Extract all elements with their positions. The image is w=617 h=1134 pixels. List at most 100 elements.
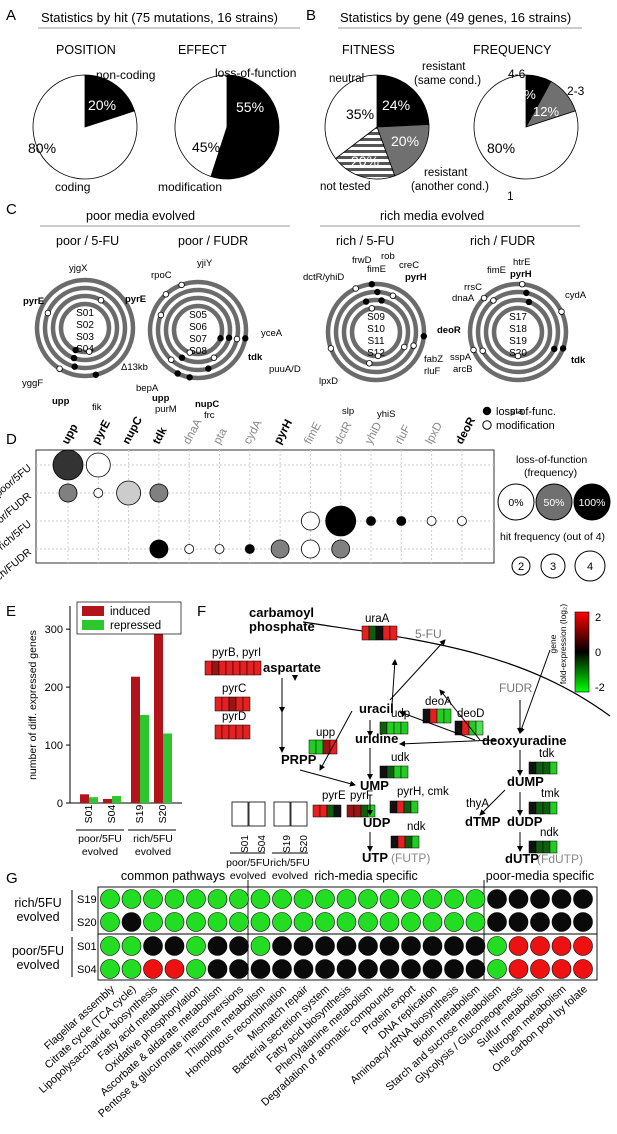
lof-hit [551,345,558,353]
strain-label: S19 [509,336,527,347]
heat-cell [443,708,452,724]
bar-repressed [89,797,98,803]
circle-title-rich-fudr: rich / FUDR [470,234,535,248]
pathway-cell [250,889,271,909]
pathway-cell [207,889,228,909]
pyrimidine-pathway: carbamoylphosphateaspartateuraciluridine… [204,604,611,882]
fitness-label-resistant-another: resistant [424,167,468,179]
node-carbamoyl: carbamoyl [249,605,314,620]
enzyme-pyrH-cmk: pyrH, cmk [397,786,449,798]
lof-legend-100 [573,483,611,521]
fitness-label-neutral: neutral [329,73,364,85]
heat-cell [397,835,406,849]
lof-hit [174,370,181,377]
lof-hit [178,354,186,361]
section-rich: rich-media specific [314,869,418,883]
bubble [426,516,437,526]
bubble [149,539,169,559]
slice-freq-1 [473,74,579,180]
pathway-cell [143,936,163,956]
key-sample-label: S19 [282,835,293,853]
freq-label-2-3: 2-3 [567,84,585,98]
membrane-line [302,621,611,717]
heat-cell [461,720,470,736]
modification-hit [401,343,408,351]
slice-modification [174,74,228,177]
pie-fitness-heading: FITNESS [342,43,395,57]
group-poor-media: poor media evolved [86,209,195,223]
pathway-cell [121,936,142,956]
modification-hit [44,309,52,317]
modification-hit [480,294,488,302]
heat-cell [367,804,376,818]
lof-hit [420,332,428,340]
panel-a-letter: A [6,7,16,24]
gene-label: fimE [367,264,386,275]
size-legend-4 [574,550,606,582]
node-FdUTP: (FdUTP) [537,852,583,866]
enzyme-upp: upp [316,727,335,739]
pathway-cell [573,959,593,979]
heat-cell [239,660,248,676]
strain-label: S17 [509,312,527,323]
gene-label: bepA [136,383,159,394]
bar-repressed [112,796,121,803]
heatmap-tdk [528,761,558,775]
heatmap-udp [379,721,409,735]
fitness-value-24: 24% [382,97,410,113]
lof-hit [559,345,567,352]
heat-cell [228,696,237,712]
colorbar-title: gene [548,634,558,653]
reaction-arrow [389,639,446,701]
pathway-cell [530,959,550,979]
pathway-cell [121,912,142,932]
pie-frequency-heading: FREQUENCY [473,43,552,57]
heat-cell [204,660,213,676]
enzyme-pyrD: pyrD [222,711,246,723]
gene-label: sspA [450,352,472,363]
row-sample-label: S20 [77,917,97,929]
pathway-cell [508,936,529,956]
lof-legend-50-label: 50% [543,497,564,509]
heat-cell [379,721,388,735]
bubble [52,449,84,481]
pathway-cell [272,936,292,956]
lof-hit [92,371,99,378]
pathway-cell [336,936,357,956]
fitness-label-another-cond: (another cond.) [411,181,489,193]
reaction-arrow [391,659,398,706]
row-sample-label: S19 [77,894,97,906]
genome-ring [483,297,553,367]
enzyme-ndk-2: ndk [540,827,559,839]
enzyme-thyA: thyA [466,798,489,810]
pathway-cell [100,889,120,909]
pathway-cell [315,889,335,909]
bubble [331,539,351,559]
pathway-cell [444,912,464,932]
heat-cell [528,801,537,815]
bubble [456,516,467,526]
pathway-cell [207,936,228,956]
bubble [300,511,320,531]
modification-hit [368,305,376,312]
strain-label: S11 [367,336,384,347]
row-group-label: evolved [16,910,59,924]
lof-legend-subtitle: (frequency) [524,467,577,479]
pathway-cell [293,912,314,932]
node-UTP: UTP [362,850,388,865]
genome-ring [50,293,120,363]
heat-cell [403,800,412,814]
heatmap-pyrC [214,696,251,712]
slice-resistant-another [376,124,430,177]
gene-label: pta [510,406,524,417]
strain-label: S01 [76,308,94,319]
pathway-cell [573,889,593,909]
heatmap-udk [379,765,409,779]
lof-hit [225,334,233,341]
heat-cell [386,765,395,779]
pathway-cell [551,889,572,909]
bubble [93,488,104,498]
pathway-cell [272,959,292,979]
